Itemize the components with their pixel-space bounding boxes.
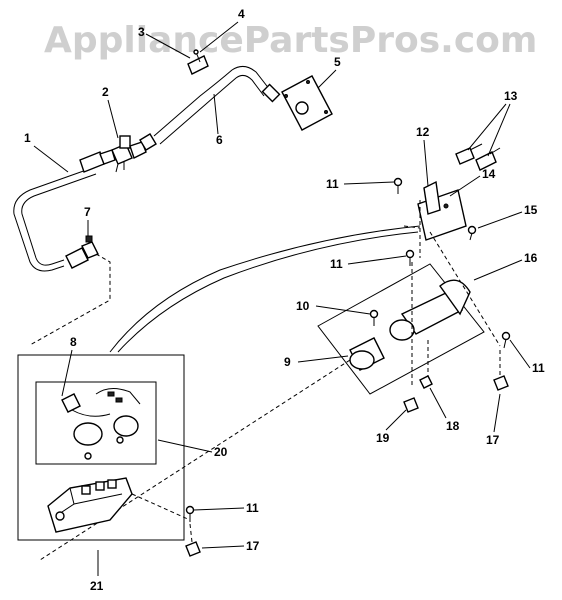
burner-cup [349,337,385,371]
nut-18 [419,375,433,389]
screw-11-top [393,177,403,194]
washer-19 [403,397,419,413]
screw-11-mid [405,249,415,266]
clip-17-right [493,375,509,391]
callout-3: 3 [138,25,145,39]
igniter-electrodes [455,143,501,171]
screw-11-right [501,331,511,349]
valve-kit-frame [17,354,185,541]
callout-18: 18 [446,419,460,433]
burner-tube [389,279,471,341]
cover-plate [281,75,333,131]
gas-valve-body [47,477,133,533]
igniter-bracket [417,180,467,241]
callout-10: 10 [296,299,310,313]
callout-4: 4 [238,7,245,21]
screw-11-bottom [185,505,195,522]
callout-17-b: 17 [246,539,260,553]
screw-15 [467,225,477,241]
callout-2: 2 [102,85,109,99]
watermark-text: AppliancePartsPros.com [44,20,537,61]
callouts: 1 2 3 4 5 6 7 8 9 10 11 11 11 11 12 13 1 [24,7,545,593]
screw-10 [369,309,379,326]
callout-6: 6 [216,133,223,147]
main-gas-tube [139,66,281,151]
callout-19: 19 [376,431,390,445]
callout-12: 12 [416,125,430,139]
callout-5: 5 [334,55,341,69]
callout-14: 14 [482,167,496,181]
callout-13: 13 [504,89,518,103]
callout-11-a: 11 [326,177,339,191]
clip-17-bottom [185,541,201,557]
callout-11-c: 11 [532,361,545,375]
callout-11-b: 11 [330,257,343,271]
gas-supply-tube [13,149,116,272]
callout-20: 20 [214,445,228,459]
shutoff-valve [111,135,147,173]
callout-16: 16 [524,251,538,265]
callout-17-a: 17 [486,433,500,447]
callout-15: 15 [524,203,538,217]
callout-21: 21 [90,579,104,593]
tube-clamp [187,49,209,75]
callout-11-d: 11 [246,501,259,515]
callout-7: 7 [84,205,91,219]
burner-housing [317,263,485,395]
callout-1: 1 [24,131,31,145]
callout-9: 9 [284,355,291,369]
orifice-fitting [65,235,99,269]
solenoid-coils [61,388,141,460]
callout-8: 8 [70,335,77,349]
